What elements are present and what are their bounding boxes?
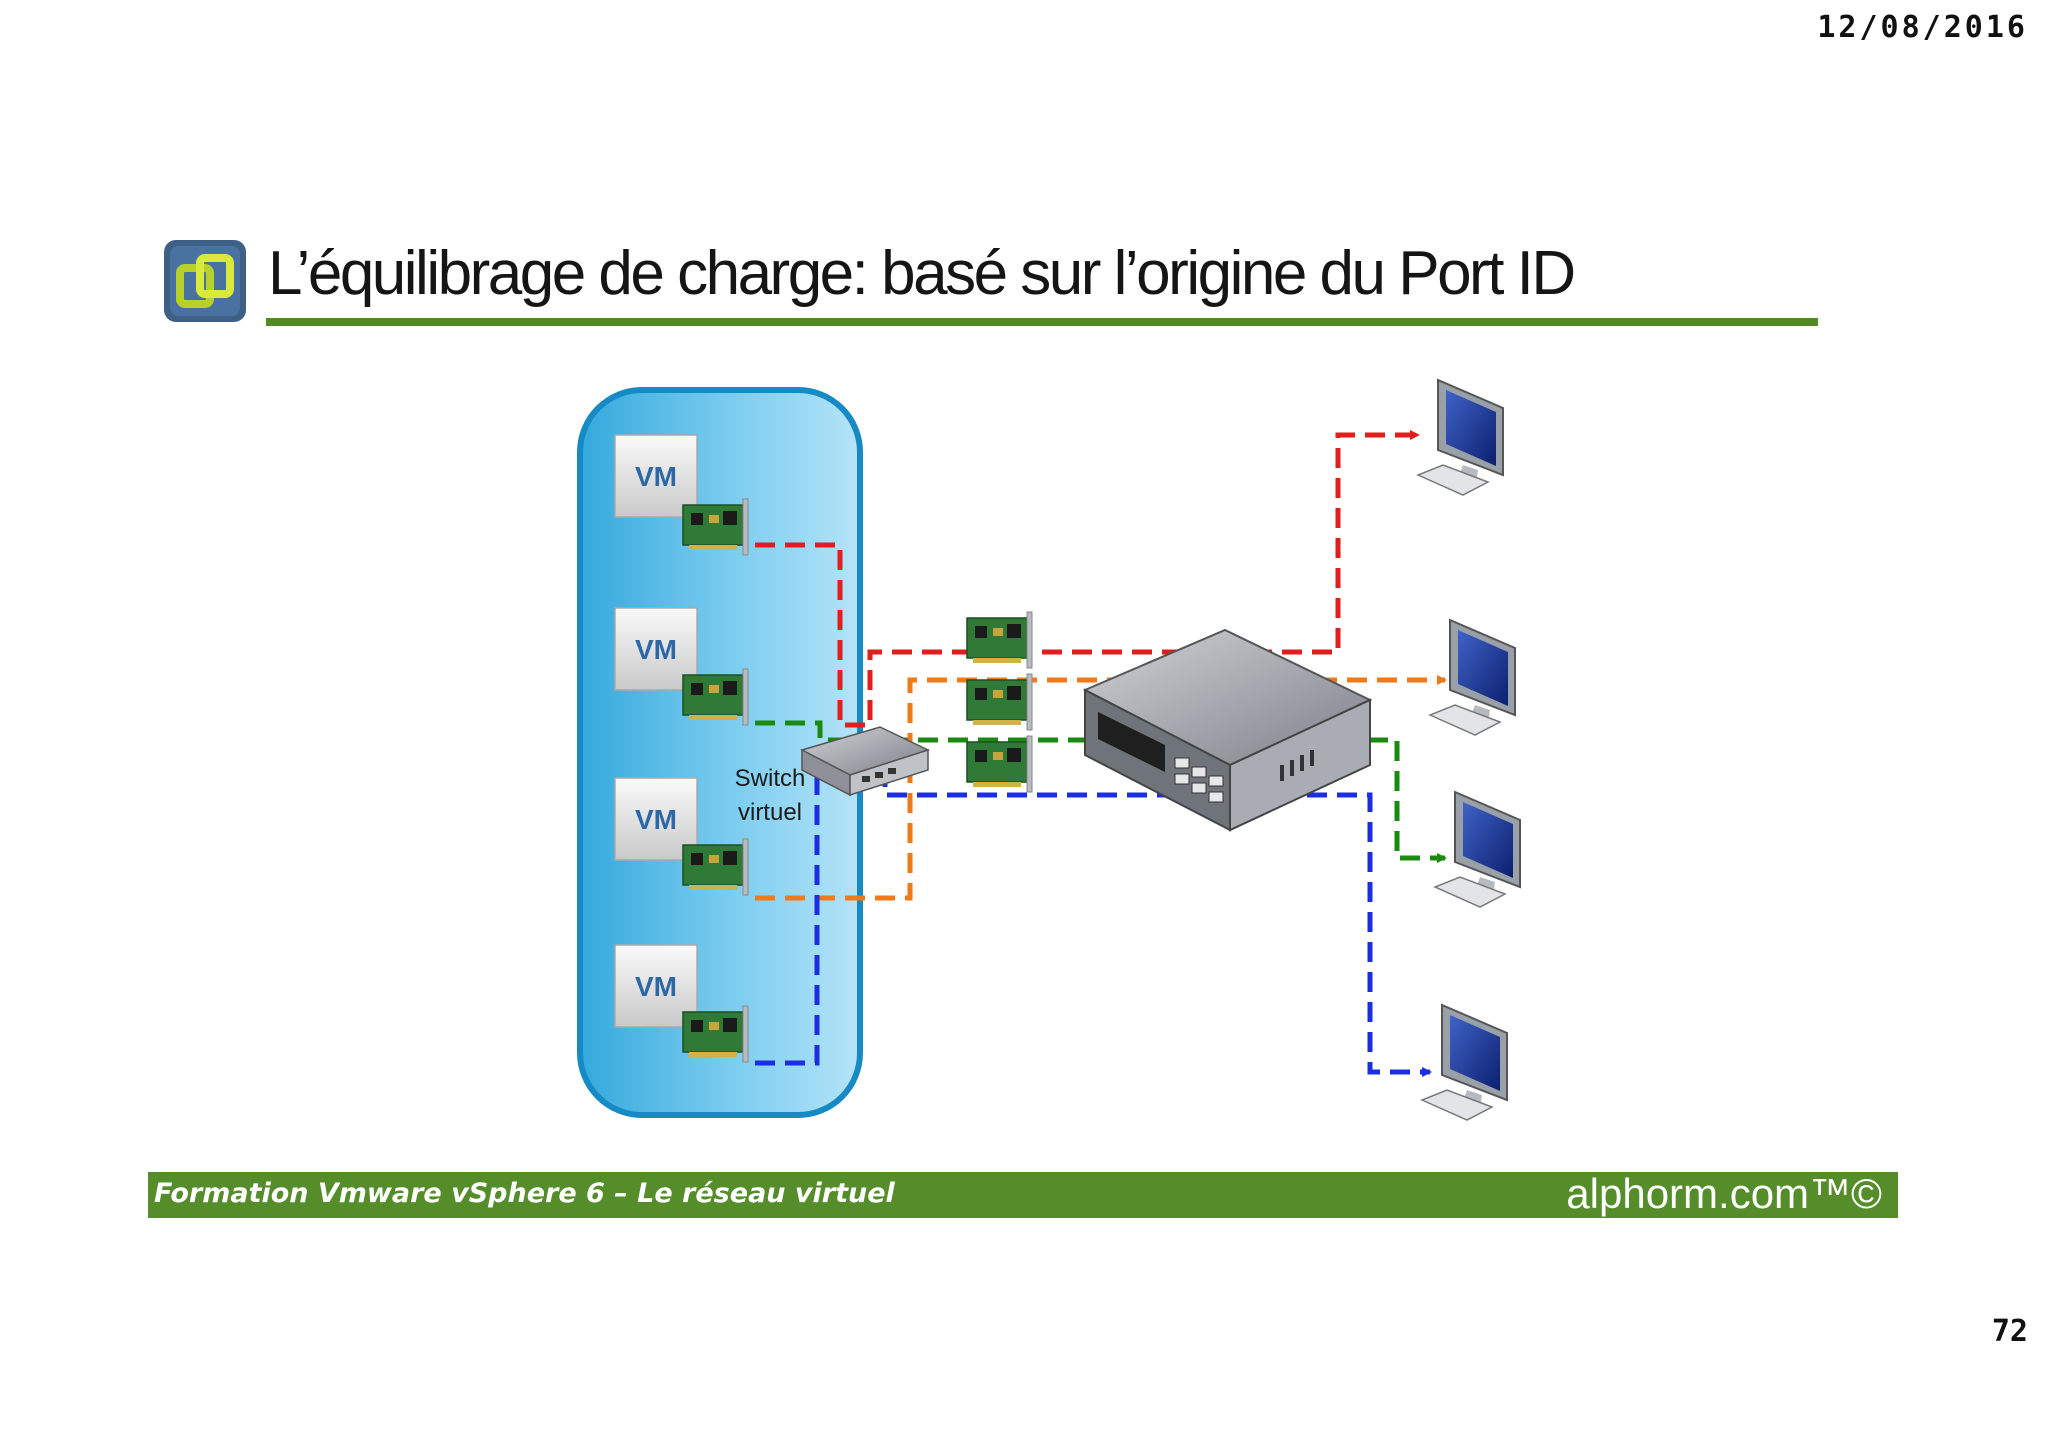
virtual-switch-label-line1: Switch xyxy=(735,765,806,792)
vm-box: VM xyxy=(614,607,698,691)
slide-title: L’équilibrage de charge: basé sur l’orig… xyxy=(268,239,1576,308)
vm-label: VM xyxy=(635,804,677,835)
workstation-icon xyxy=(1428,618,1516,736)
vm-label: VM xyxy=(635,461,677,492)
virtual-switch-label-line2: virtuel xyxy=(738,799,802,826)
uplink-nic-icon xyxy=(966,735,1033,793)
virtual-switch-icon xyxy=(800,726,931,797)
page-number: 72 xyxy=(1991,1314,2028,1349)
title-underline xyxy=(266,318,1818,326)
vm-label: VM xyxy=(635,634,677,665)
footer-course-title: Formation Vmware vSphere 6 – Le réseau v… xyxy=(154,1178,895,1209)
vm-label: VM xyxy=(635,971,677,1002)
workstation-icon xyxy=(1420,1003,1508,1121)
workstation-icon xyxy=(1433,790,1521,908)
vm-box: VM xyxy=(614,434,698,518)
uplink-nic-icon xyxy=(966,673,1033,731)
workstation-icon xyxy=(1416,378,1504,496)
slide-date: 12/08/2016 xyxy=(1817,10,2028,45)
link-red xyxy=(755,430,1420,728)
load-balancing-diagram: VM VM VM VM Switch virtuel xyxy=(577,378,1521,1121)
footer-brand: alphorm.com™© xyxy=(1566,1170,1882,1217)
vsphere-logo-icon xyxy=(164,240,246,322)
footer-bar: Formation Vmware vSphere 6 – Le réseau v… xyxy=(148,1170,1898,1218)
physical-switch-icon xyxy=(1082,628,1373,832)
uplink-nic-icon xyxy=(966,611,1033,669)
